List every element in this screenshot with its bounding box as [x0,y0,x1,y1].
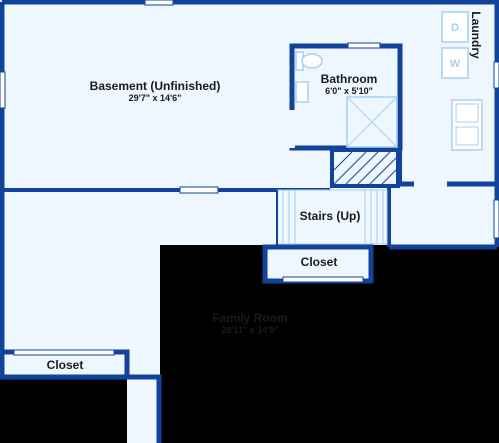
family-room-name: Family Room [212,311,288,325]
toilet-icon [295,51,323,71]
laundry-label: Laundry [469,11,483,59]
washer-letter: W [450,58,461,70]
window-top [144,0,174,6]
bathroom-dimensions: 6'0" x 5'10" [325,86,373,96]
dryer-letter: D [451,22,459,34]
stairs-label: Stairs (Up) [299,209,361,223]
closet-lower-label: Closet [46,358,84,372]
bathroom-window [347,42,381,49]
family-room-label: Family Room 28'11" x 14'9" [160,311,340,336]
outer-wall-bottom [127,374,162,443]
door-opening [179,186,219,194]
bathroom-label: Bathroom 6'0" x 5'10" [306,72,392,97]
closet-upper [262,244,374,284]
dryer-icon: D [441,11,469,43]
bathroom-name: Bathroom [320,72,378,86]
closet-upper-label: Closet [300,255,338,269]
window-right-upper [493,61,499,89]
basement-name: Basement (Unfinished) [89,79,221,93]
closet-upper-door [282,276,364,283]
utility-shaft [330,148,400,188]
basement-label: Basement (Unfinished) 29'7" x 14'6" [60,79,250,104]
window-left [0,71,6,109]
stairs-icon [282,190,384,244]
hatch-pattern [333,151,397,185]
sink-icon [295,81,309,103]
washer-icon: W [441,47,469,79]
laundry-sink-icon [451,99,483,151]
family-room-dimensions: 28'11" x 14'9" [221,325,279,335]
basement-dimensions: 29'7" x 14'6" [128,93,182,103]
closet-lower-door [13,349,115,356]
window-right-lower [493,199,499,239]
